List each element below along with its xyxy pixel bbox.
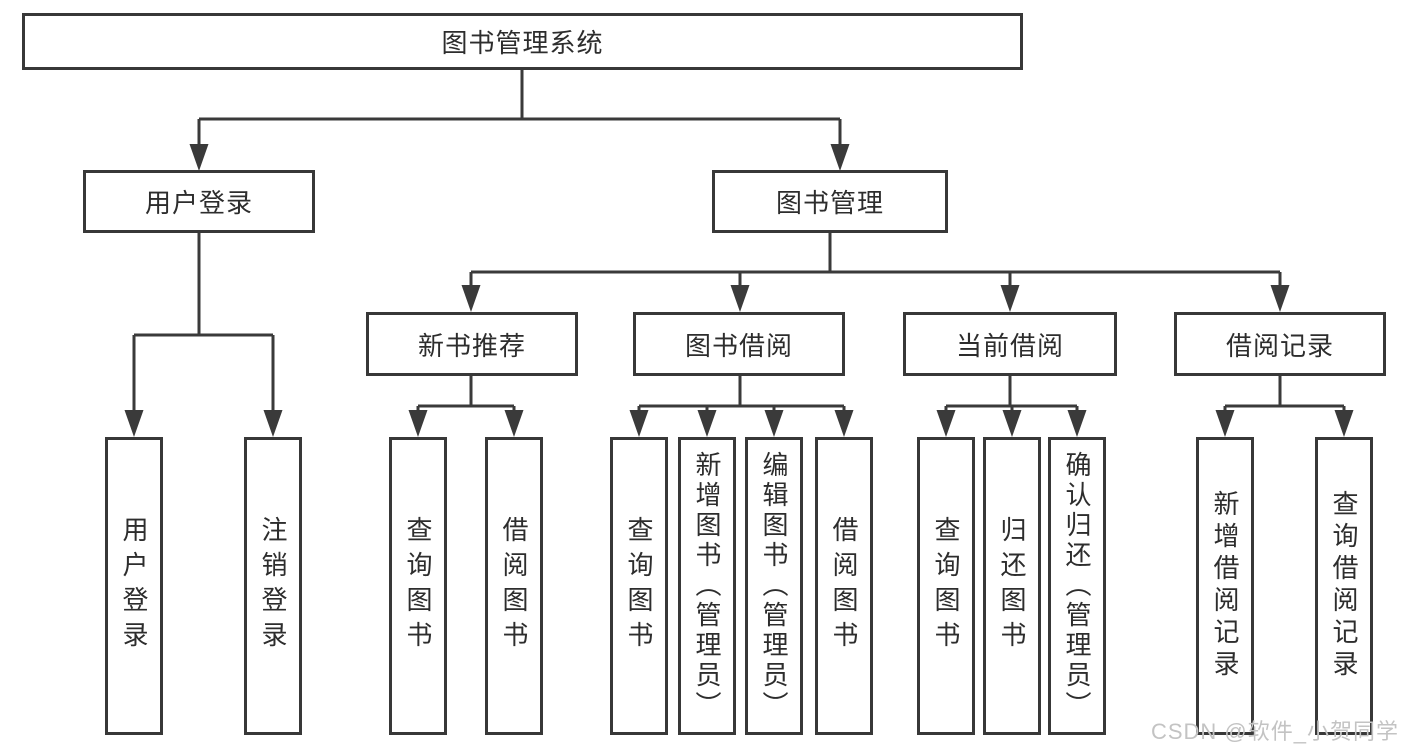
leaf-query-book-current: 查询图书 <box>917 437 975 735</box>
csdn-watermark: CSDN @软件_小贺同学 <box>1150 719 1399 744</box>
node-current-borrow: 当前借阅 <box>903 312 1117 376</box>
node-root-system: 图书管理系统 <box>22 13 1023 70</box>
node-label: 当前借阅 <box>955 330 1064 361</box>
node-user-login: 用户登录 <box>83 170 315 233</box>
node-label: 用户登录 <box>144 188 253 218</box>
node-borrow-records: 借阅记录 <box>1174 312 1386 376</box>
connector-bookmgmt-to-level3 <box>461 233 1290 312</box>
node-label: 借阅记录 <box>1225 330 1334 361</box>
connector-records-to-leaves <box>1215 376 1354 437</box>
leaf-logout: 注销登录 <box>244 437 302 735</box>
leaf-edit-book-admin: 编辑图书（管理员） <box>745 437 803 735</box>
leaf-user-login: 用户登录 <box>105 437 163 735</box>
leaf-confirm-return-admin: 确认归还（管理员） <box>1048 437 1106 735</box>
node-book-borrow: 图书借阅 <box>633 312 845 376</box>
leaf-query-book-borrow: 查询图书 <box>610 437 668 735</box>
connector-root-to-level2 <box>189 70 850 171</box>
leaf-borrow-book-recommend: 借阅图书 <box>485 437 543 735</box>
node-label: 图书管理系统 <box>441 28 604 58</box>
node-label: 图书借阅 <box>684 330 793 361</box>
connector-userlogin-to-leaves <box>124 233 283 437</box>
node-new-book-recommend: 新书推荐 <box>366 312 578 376</box>
leaf-query-book-recommend: 查询图书 <box>389 437 447 735</box>
connector-borrow-to-leaves <box>629 376 854 437</box>
leaf-query-borrow-record: 查询借阅记录 <box>1315 437 1373 735</box>
connector-current-to-leaves <box>936 376 1087 437</box>
connector-recommend-to-leaves <box>408 376 524 437</box>
node-label: 图书管理 <box>775 188 884 218</box>
leaf-borrow-book: 借阅图书 <box>815 437 873 735</box>
node-label: 新书推荐 <box>417 330 526 361</box>
leaf-add-book-admin: 新增图书（管理员） <box>678 437 736 735</box>
leaf-add-borrow-record: 新增借阅记录 <box>1196 437 1254 735</box>
node-book-management: 图书管理 <box>712 170 948 233</box>
leaf-return-book: 归还图书 <box>983 437 1041 735</box>
